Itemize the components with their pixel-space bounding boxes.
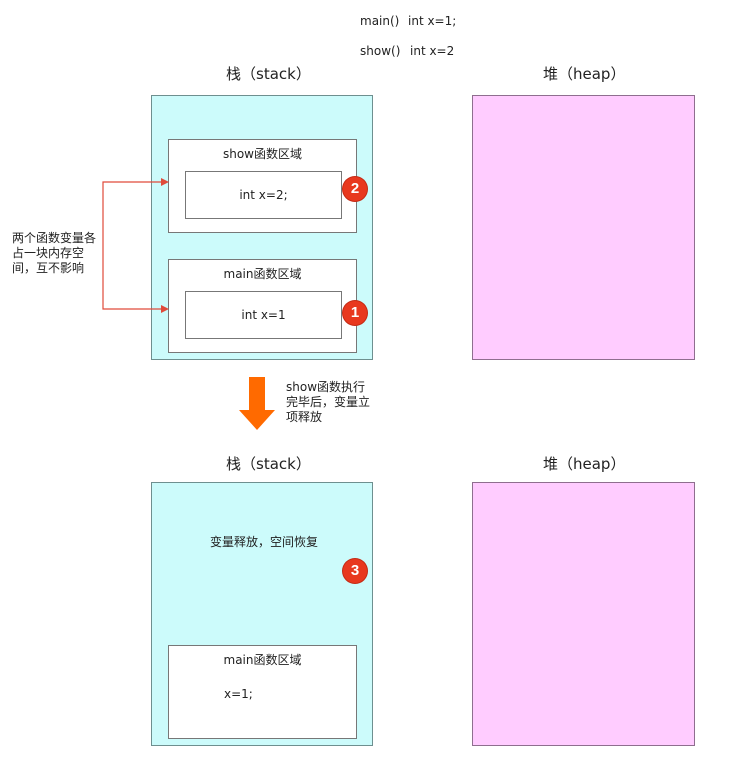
legend-main-var: int x=1; xyxy=(408,14,457,28)
step-badge-1: 1 xyxy=(343,301,367,325)
release-text: 变量释放，空间恢复 xyxy=(210,535,319,549)
stack-title-before: 栈（stack） xyxy=(226,65,311,83)
side-note-line-1: 两个函数变量各 xyxy=(12,231,97,245)
main-variable-box: int x=1 xyxy=(185,291,342,339)
show-function-frame: show函数区域 int x=2; xyxy=(168,139,357,233)
transition-line-3: 项释放 xyxy=(286,410,323,424)
down-arrow-icon xyxy=(239,377,275,430)
main-variable: int x=1 xyxy=(241,308,286,322)
legend-main-func: main() xyxy=(360,14,400,28)
legend-show-func: show() xyxy=(360,44,401,58)
transition-line-1: show函数执行 xyxy=(286,380,366,394)
stack-region-after: 变量释放，空间恢复 main函数区域 x=1; xyxy=(151,482,373,746)
heap-title-after: 堆（heap） xyxy=(543,455,626,473)
connector-bracket xyxy=(102,181,167,310)
main-frame-title-after: main函数区域 xyxy=(223,653,302,667)
show-frame-title: show函数区域 xyxy=(222,147,302,161)
main-variable-after: x=1; xyxy=(224,687,253,701)
stack-region-before: show函数区域 int x=2; main函数区域 int x=1 xyxy=(151,95,373,360)
heap-region-before xyxy=(472,95,695,360)
legend-show-var: int x=2 xyxy=(410,44,455,58)
step-badge-2: 2 xyxy=(343,177,367,201)
connector-arrowhead-top xyxy=(161,178,169,186)
heap-region-after xyxy=(472,482,695,746)
side-note-line-2: 占一块内存空 xyxy=(12,246,85,260)
side-note: 两个函数变量各 占一块内存空 间，互不影响 xyxy=(12,231,102,276)
main-frame-title: main函数区域 xyxy=(223,267,302,281)
connector-arrowhead-bottom xyxy=(161,305,169,313)
transition-line-2: 完毕后，变量立 xyxy=(286,395,371,409)
main-function-frame: main函数区域 int x=1 xyxy=(168,259,357,353)
main-function-frame-after: main函数区域 x=1; xyxy=(168,645,357,739)
show-variable-box: int x=2; xyxy=(185,171,342,219)
transition-note: show函数执行 完毕后，变量立 项释放 xyxy=(286,380,386,425)
side-note-line-3: 间，互不影响 xyxy=(12,261,85,275)
heap-title-before: 堆（heap） xyxy=(543,65,626,83)
show-variable: int x=2; xyxy=(239,188,288,202)
stack-title-after: 栈（stack） xyxy=(226,455,311,473)
step-badge-3: 3 xyxy=(343,559,367,583)
